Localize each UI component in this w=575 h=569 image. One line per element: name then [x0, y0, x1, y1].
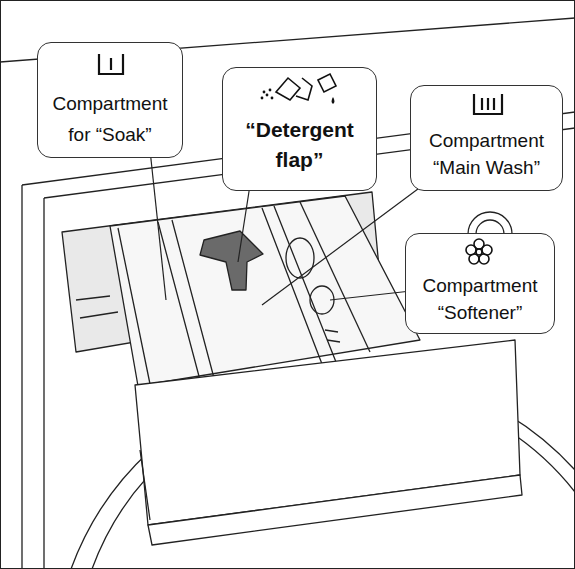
callout-text: Compartment “Main Wash” — [415, 127, 558, 181]
callout-box: “Detergent flap” — [222, 67, 377, 191]
handle-edge — [140, 450, 150, 520]
opening-detail — [76, 296, 118, 318]
detergent-flap — [200, 231, 263, 290]
max-mark — [325, 330, 340, 342]
main-wash-symbol — [474, 94, 502, 114]
callout-box: Compartment “Main Wash” — [410, 85, 563, 191]
callout-text: Compartment “Softener” — [410, 272, 550, 326]
machine-corner — [22, 185, 44, 569]
softener-wall — [300, 202, 370, 352]
callout-text: “Detergent flap” — [227, 115, 372, 175]
siphon — [286, 238, 314, 278]
softener-symbol — [466, 239, 492, 264]
leader-line — [150, 150, 166, 300]
callout-box: Compartment for “Soak” — [37, 42, 183, 158]
leader-line — [238, 185, 250, 262]
soak-wall — [118, 220, 214, 384]
soak-symbol — [99, 54, 123, 74]
detergent-dots — [261, 89, 335, 104]
detergent-symbol — [276, 74, 336, 100]
callout-box: Compartment “Softener” — [405, 233, 555, 334]
callout-text: Compartment for “Soak” — [42, 88, 178, 150]
main-wash-wall — [262, 206, 336, 364]
drawer-handle-lip — [148, 475, 522, 545]
